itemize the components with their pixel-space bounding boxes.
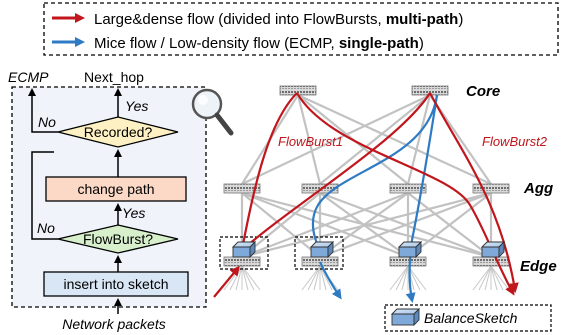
agg-switch-2: [301, 183, 339, 194]
flowburst1-up: [240, 92, 298, 251]
gray-link-3: [297, 94, 492, 185]
host-link-2-0: [389, 265, 409, 291]
recorded-decision: [57, 116, 179, 148]
host-link-2-6: [407, 265, 427, 291]
edge-switch-4: [472, 256, 510, 267]
ingress-red-arrow: [213, 265, 240, 298]
mice-flow-path-1: [311, 94, 439, 251]
flowburst-label: FlowBurst?: [83, 231, 153, 247]
balance-sketch-legend-cube: [390, 307, 421, 327]
no-top-label: No: [38, 114, 56, 130]
host-links: [223, 265, 510, 291]
network-packets-label: Network packets: [62, 316, 165, 332]
host-link-1-1: [307, 265, 321, 291]
edge-switch-2: [301, 256, 339, 267]
agg-switch-1: [223, 183, 261, 194]
gray-link-6: [406, 94, 432, 185]
gray-link-16: [241, 191, 409, 259]
magnifier-icon: [191, 88, 234, 136]
mice-flow-text: Mice flow / Low-density flow (ECMP, sing…: [94, 35, 424, 52]
balance-sketch-legend-icon: [390, 307, 421, 327]
recorded-label: Recorded?: [84, 124, 153, 140]
host-link-1-5: [319, 265, 333, 291]
flowburst1-label: FlowBurst1: [278, 134, 343, 149]
change-path-label: change path: [77, 181, 154, 197]
host-link-0-2: [235, 265, 243, 291]
gray-link-5: [319, 94, 431, 185]
host-link-0-6: [241, 265, 261, 291]
host-link-1-2: [313, 265, 321, 291]
agg-label: Agg: [523, 180, 553, 197]
flowburst-decision: [57, 224, 179, 254]
mice-flow-path-3: [319, 261, 342, 300]
agg-switch-3: [389, 183, 427, 194]
flowburst2-down: [429, 92, 519, 293]
balance-sketch-cubes: [231, 240, 506, 259]
yes-bottom-label: Yes: [122, 205, 145, 221]
host-link-2-2: [401, 265, 409, 291]
host-link-3-5: [490, 265, 504, 291]
flowburst2-label: FlowBurst2: [482, 134, 548, 149]
core-label: Core: [466, 83, 500, 100]
host-link-1-0: [301, 265, 321, 291]
gray-link-1: [296, 94, 322, 185]
balance-sketch-cube-1: [231, 240, 257, 259]
legend-box: [43, 2, 559, 56]
host-link-2-1: [395, 265, 409, 291]
gray-link-22: [407, 192, 492, 258]
balance-sketch-cube-4: [480, 240, 506, 259]
legend: Large&dense flow (divided into FlowBurst…: [43, 2, 559, 56]
edge-switch-1: [223, 256, 261, 267]
host-link-3-4: [490, 265, 498, 291]
host-link-3-0: [472, 265, 492, 291]
yes-top-label: Yes: [125, 98, 148, 114]
host-link-1-4: [319, 265, 327, 291]
flowburst2-up: [241, 92, 431, 251]
mice-flow-path-2: [405, 94, 439, 303]
change-path-box: [45, 176, 187, 202]
flowchart: ECMP Next_hop Recorded? Yes No change pa…: [8, 69, 234, 332]
balance-sketch-cube-2: [309, 240, 335, 259]
host-link-3-2: [484, 265, 492, 291]
balance-sketch-label: BalanceSketch: [424, 310, 518, 326]
insert-sketch-box: [43, 271, 189, 297]
no-top-arrow: [28, 88, 58, 133]
edge-switch-3: [389, 256, 427, 267]
host-link-0-5: [241, 265, 255, 291]
host-link-3-1: [478, 265, 492, 291]
gray-link-20: [241, 191, 492, 259]
edge-label: Edge: [520, 258, 557, 275]
no-bottom-line: [31, 151, 58, 240]
gray-link-21: [319, 191, 492, 259]
gray-link-4: [241, 94, 431, 185]
balance-sketch-cube-3: [397, 240, 423, 259]
agg-switch-4: [472, 183, 510, 194]
host-link-0-1: [229, 265, 243, 291]
insert-sketch-label: insert into sketch: [63, 276, 168, 292]
topology: Core Agg Edge FlowBurst1 FlowBurst2 Bala…: [213, 83, 557, 332]
large-flow-text: Large&dense flow (divided into FlowBurst…: [94, 11, 463, 28]
next-hop-label: Next_hop: [84, 69, 144, 85]
no-bottom-label: No: [37, 220, 55, 236]
ecmp-label: ECMP: [8, 69, 49, 85]
host-link-0-4: [241, 265, 249, 291]
